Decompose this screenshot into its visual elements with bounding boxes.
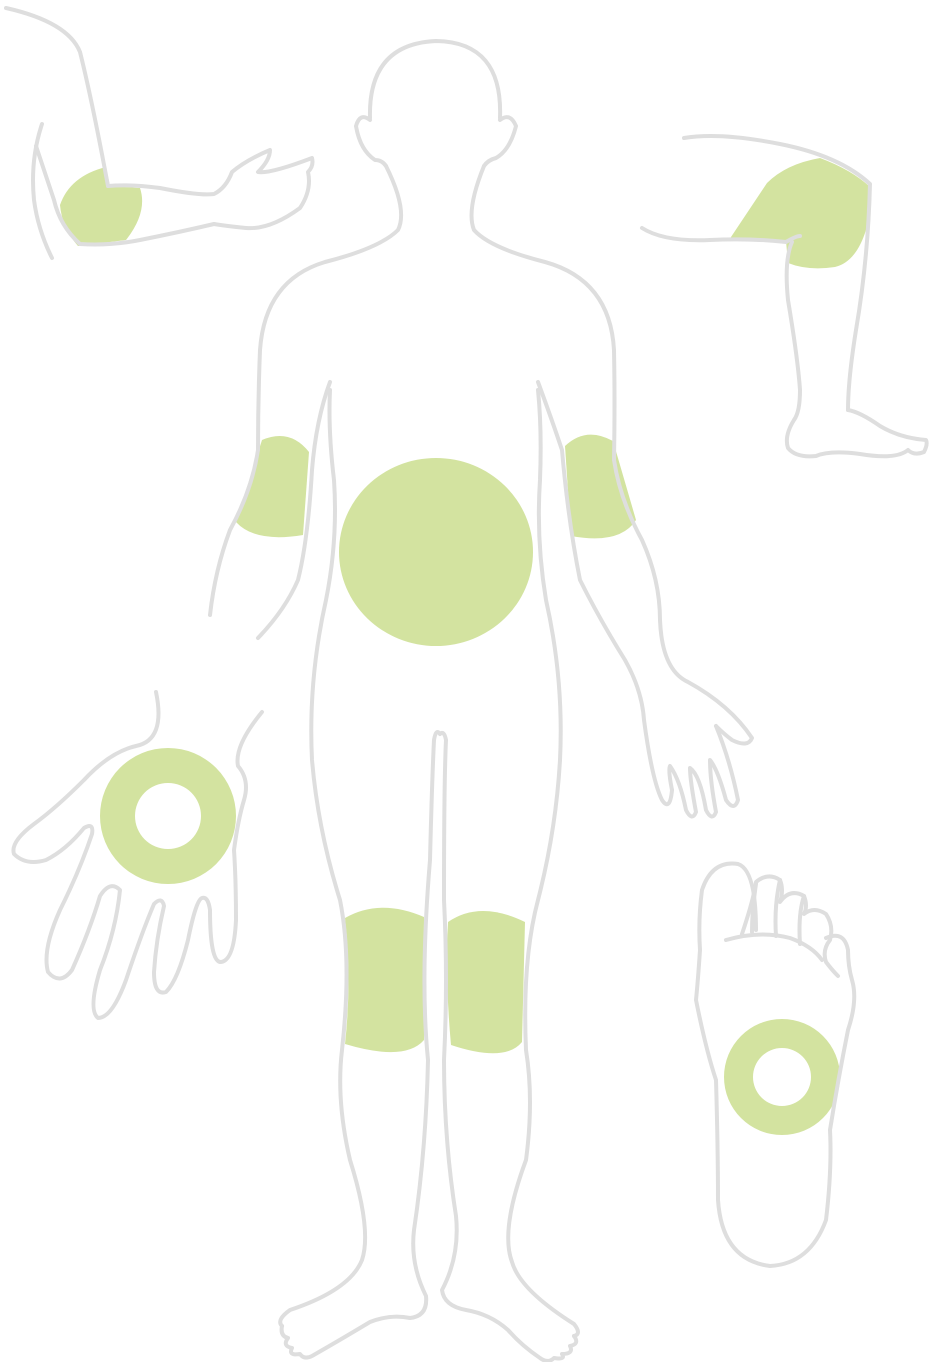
palm-ring-region — [100, 748, 236, 884]
right-thigh-region — [345, 908, 424, 1052]
sole-ring-region — [724, 1019, 840, 1135]
knee-region — [729, 158, 870, 268]
abdomen-region — [339, 458, 533, 646]
toe-base-outline — [726, 934, 822, 960]
head-outline — [370, 41, 500, 118]
bent-arm-figure — [6, 8, 313, 258]
left-hand-fingers-outline — [669, 726, 738, 817]
right-ear-outline — [356, 117, 386, 166]
highlight-regions — [60, 158, 870, 1135]
shin-outline — [787, 242, 927, 456]
left-thigh-region — [447, 911, 525, 1053]
left-ear-outline — [484, 117, 516, 166]
left-upper-arm-region — [565, 435, 636, 539]
right-upper-arm-region — [236, 436, 309, 537]
upper-arm-outline — [6, 8, 108, 186]
